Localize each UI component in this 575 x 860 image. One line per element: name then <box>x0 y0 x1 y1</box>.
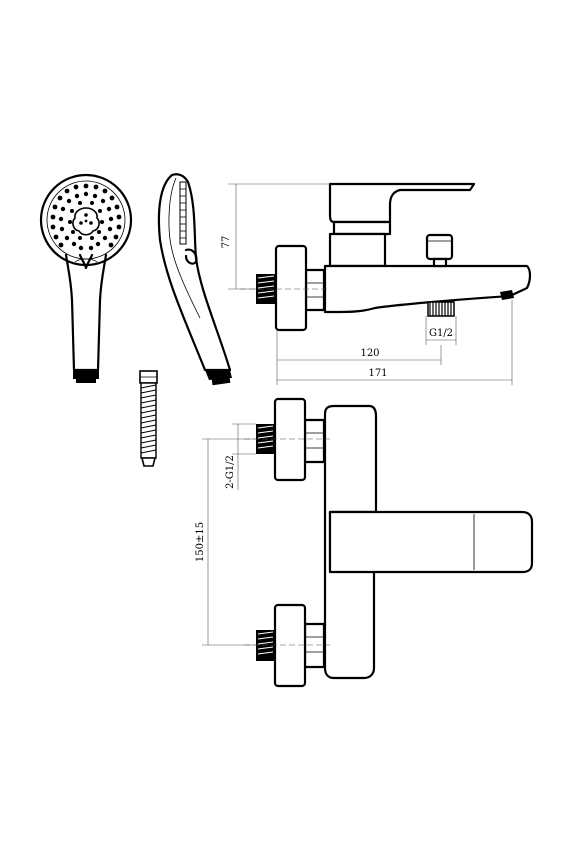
height-label: 77 <box>221 236 232 249</box>
bottom-inlet-thread <box>256 630 275 661</box>
handle-connector <box>73 370 99 379</box>
inlet-thread-label: 2-G1/2 <box>225 455 236 489</box>
reach-label: 120 <box>360 348 379 359</box>
lever-front <box>328 510 534 574</box>
top-escutcheon <box>273 397 307 482</box>
shower-outlet-thread <box>427 301 455 317</box>
dimension-77: 77 <box>221 183 330 290</box>
hand-shower-side-view <box>157 173 232 386</box>
bottom-escutcheon <box>273 603 307 688</box>
outlet-thread-label: G1/2 <box>429 328 453 339</box>
dimension-2g12: 2-G1/2 <box>225 423 256 490</box>
lever-handle <box>328 182 476 224</box>
dimension-150: 150±15 <box>195 438 256 646</box>
nozzle-pattern <box>50 183 122 251</box>
dimension-g12: G1/2 <box>425 316 457 345</box>
inlet-spacing-label: 150±15 <box>195 522 206 562</box>
inlet-thread <box>256 274 276 304</box>
escutcheon-flange <box>274 244 308 332</box>
mixer-front-elevation <box>244 397 534 688</box>
diverter-knob <box>425 233 454 261</box>
mixer-side-elevation <box>240 182 532 332</box>
shower-hose <box>139 370 158 467</box>
face-nozzles <box>179 181 187 245</box>
hand-shower-front-view <box>39 173 133 383</box>
length-label: 171 <box>368 368 387 379</box>
dimension-120: 120 <box>276 330 442 385</box>
dimension-171: 171 <box>277 300 513 385</box>
